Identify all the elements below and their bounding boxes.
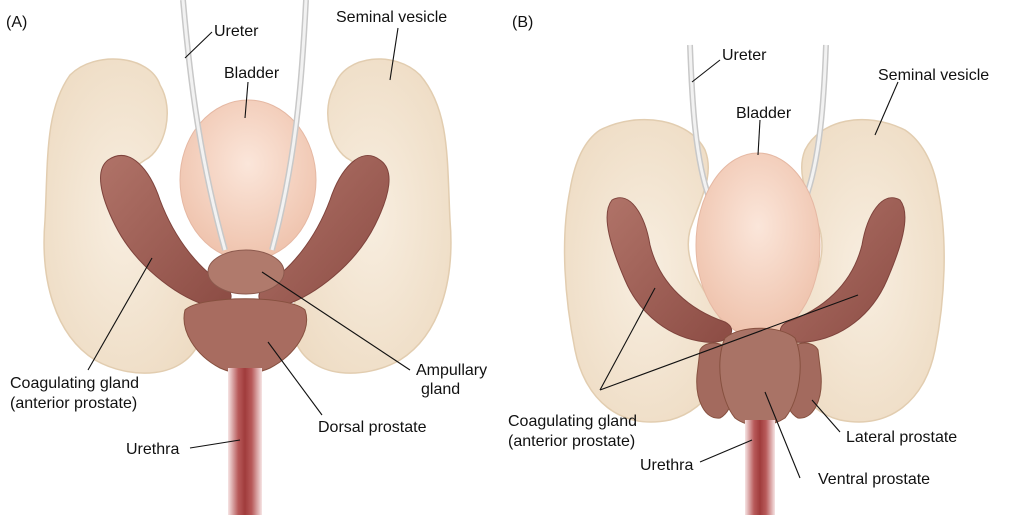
panel-a-coagulating-gland-label-line2: (anterior prostate) (10, 394, 137, 413)
panel-b-ureter-label: Ureter (722, 46, 766, 65)
panel-a-ampullary-gland (208, 250, 284, 294)
panel-b-ventral-prostate-label: Ventral prostate (818, 470, 930, 489)
panel-a-urethra-label: Urethra (126, 440, 179, 459)
panel-b-ventral-prostate (720, 328, 800, 425)
leader-b-ureter (692, 60, 720, 82)
panel-b-seminal-vesicle-label: Seminal vesicle (878, 66, 989, 85)
panel-a-ampullary-gland-label-line1: Ampullary (416, 361, 487, 380)
panel-a-dorsal-prostate (184, 299, 307, 374)
panel-b-urethra-label: Urethra (640, 456, 693, 475)
panel-a-bladder-label: Bladder (224, 64, 279, 83)
panel-b-lateral-prostate-label: Lateral prostate (846, 428, 957, 447)
panel-a-ureter-label: Ureter (214, 22, 258, 41)
panel-a-seminal-vesicle-label: Seminal vesicle (336, 8, 447, 27)
leader-b-urethra (700, 440, 752, 462)
panel-b-coagulating-gland-label-line2: (anterior prostate) (508, 432, 635, 451)
panel-a-ampullary-gland-label-line2: gland (421, 380, 460, 399)
panel-b-bladder (696, 153, 820, 337)
leader-b-bladder (758, 120, 760, 155)
panel-a-dorsal-prostate-label: Dorsal prostate (318, 418, 427, 437)
panel-b-urethra (745, 420, 775, 515)
panel-a-label: (A) (6, 14, 27, 32)
panel-a-coagulating-gland-label-line1: Coagulating gland (10, 374, 139, 393)
panel-b-label: (B) (512, 14, 533, 32)
panel-b-bladder-label: Bladder (736, 104, 791, 123)
panel-b-coagulating-gland-label-line1: Coagulating gland (508, 412, 637, 431)
